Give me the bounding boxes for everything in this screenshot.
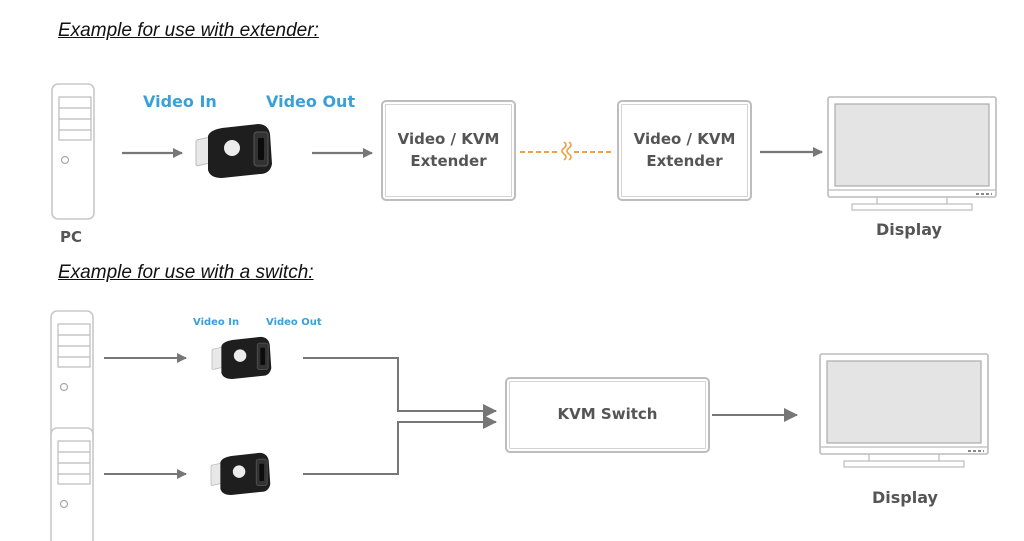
switch-display-label: Display (872, 488, 938, 507)
pc-tower-icon-2 (50, 427, 94, 541)
extender-box-remote-line2: Extender (646, 151, 723, 170)
adapter2-to-switch-line (303, 415, 497, 475)
switch-section-heading: Example for use with a switch: (58, 262, 314, 283)
extender-cable-link (520, 141, 612, 161)
adapter1-to-switch-line (303, 357, 497, 418)
switch-video-in-label: Video In (193, 317, 240, 328)
cable-break-icon (561, 141, 567, 161)
pc-tower-icon (51, 83, 95, 220)
extender-box-local-line2: Extender (410, 151, 487, 170)
pc-tower-icon-1 (50, 310, 94, 447)
video-in-label: Video In (143, 92, 217, 111)
extender-section-heading: Example for use with extender: (58, 20, 319, 41)
video-out-label: Video Out (266, 92, 356, 111)
hdmi-adapter-icon-2 (210, 452, 271, 496)
hdmi-adapter-icon-1 (211, 336, 272, 380)
display-monitor-icon (827, 96, 997, 211)
display-label: Display (876, 220, 942, 239)
extender-box-remote-line1: Video / KVM (633, 129, 736, 148)
hdmi-adapter-icon (195, 123, 273, 179)
switch-display-monitor-icon (819, 353, 989, 468)
extender-box-remote: Video / KVM Extender (617, 100, 752, 201)
extender-box-local: Video / KVM Extender (381, 100, 516, 201)
pc-label: PC (60, 228, 83, 246)
extender-box-local-line1: Video / KVM (397, 129, 500, 148)
switch-video-out-label: Video Out (266, 317, 322, 328)
kvm-switch-label: KVM Switch (557, 405, 658, 424)
kvm-switch-box: KVM Switch (505, 377, 710, 453)
